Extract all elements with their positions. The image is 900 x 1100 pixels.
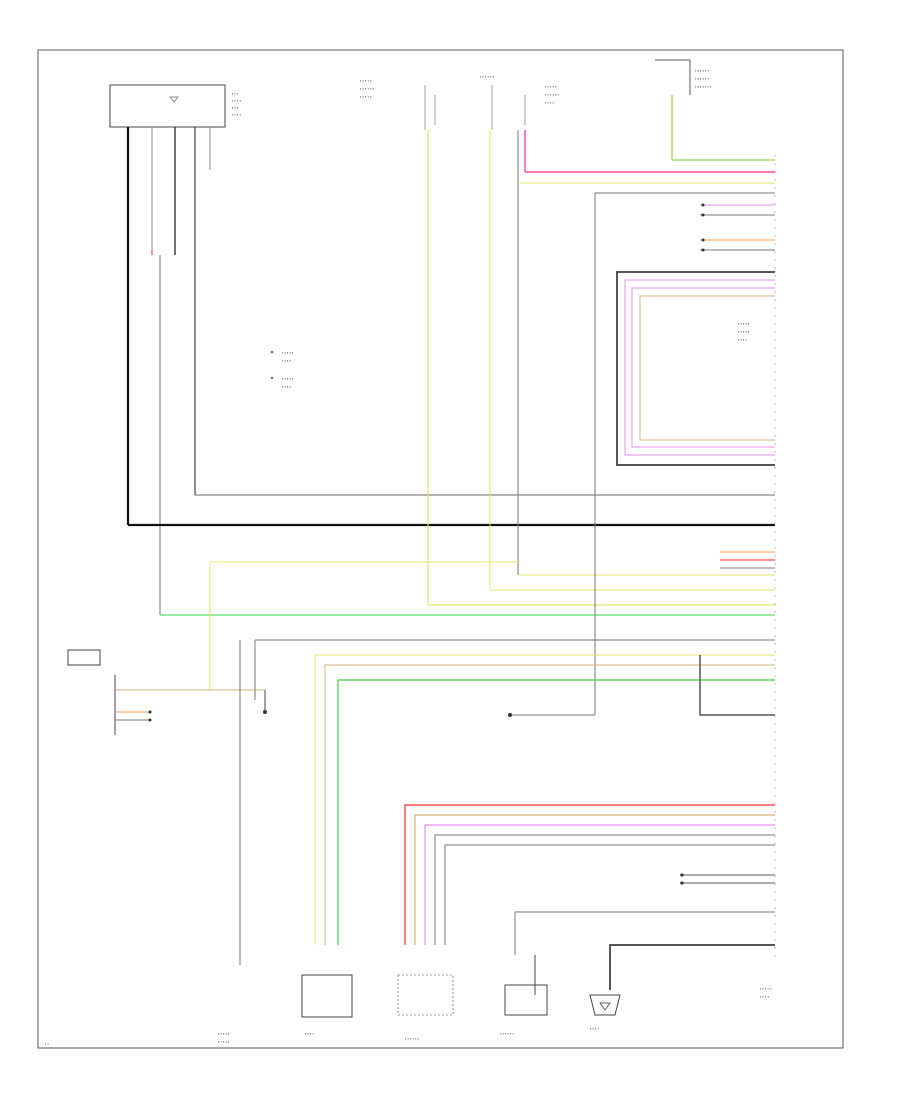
svg-text:▪ ▪ ▪ ▪: ▪ ▪ ▪ ▪ — [232, 112, 242, 117]
svg-text:▪ ▪ ▪ ▪ ▪: ▪ ▪ ▪ ▪ ▪ — [218, 1031, 230, 1036]
svg-text:▪ ▪ ▪ ▪ ▪ ▪ ▪: ▪ ▪ ▪ ▪ ▪ ▪ ▪ — [695, 84, 712, 89]
svg-text:▪ ▪ ▪: ▪ ▪ ▪ — [232, 105, 239, 110]
svg-text:▪ ▪ ▪ ▪: ▪ ▪ ▪ ▪ — [590, 1026, 600, 1031]
svg-text:▪ ▪ ▪ ▪ ▪: ▪ ▪ ▪ ▪ ▪ — [282, 376, 294, 381]
svg-text:▪ ▪ ▪ ▪ ▪ ▪: ▪ ▪ ▪ ▪ ▪ ▪ — [695, 76, 710, 81]
svg-text:▪ ▪ ▪ ▪: ▪ ▪ ▪ ▪ — [738, 337, 748, 342]
bottom-labels: ▪ ▪ ▪ ▪ ▪ ▪ ▪ ▪ ▪ ▪ ▪ ▪ ▪ ▪ ▪ ▪ ▪ ▪ ▪ ▪ … — [218, 986, 772, 1044]
wire-group-bottom-right — [514, 911, 775, 995]
svg-text:▪ ▪ ▪ ▪ ▪: ▪ ▪ ▪ ▪ ▪ — [738, 329, 750, 334]
diagram-frame — [37, 49, 844, 1049]
svg-text:▪ ▪ ▪ ▪ ▪ ▪: ▪ ▪ ▪ ▪ ▪ ▪ — [500, 1031, 515, 1036]
wire-group-right-top — [520, 182, 775, 715]
svg-text:▪ ▪ ▪ ▪ ▪ ▪: ▪ ▪ ▪ ▪ ▪ ▪ — [360, 86, 375, 91]
svg-text:▪ ▪ ▪ ▪ ▪: ▪ ▪ ▪ ▪ ▪ — [218, 1039, 230, 1044]
svg-text:▪ ▪ ▪ ▪ ▪: ▪ ▪ ▪ ▪ ▪ — [282, 350, 294, 355]
svg-text:▪ ▪ ▪ ▪: ▪ ▪ ▪ ▪ — [282, 358, 292, 363]
svg-text:▪ ▪ ▪ ▪ ▪: ▪ ▪ ▪ ▪ ▪ — [760, 986, 772, 991]
svg-text:▪ ▪ ▪ ▪: ▪ ▪ ▪ ▪ — [305, 1031, 315, 1036]
svg-text:▪ ▪ ▪ ▪ ▪ ▪: ▪ ▪ ▪ ▪ ▪ ▪ — [480, 74, 495, 79]
svg-text:▪ ▪ ▪ ▪ ▪ ▪: ▪ ▪ ▪ ▪ ▪ ▪ — [545, 92, 560, 97]
wire-group-mid-horizontal — [314, 654, 775, 945]
wire-group-left-vertical — [126, 127, 775, 616]
fuse-group-top-center: ▪ ▪ ▪ ▪ ▪ ▪ ▪ ▪ ▪ ▪ ▪ ▪ ▪ ▪ ▪ ▪ ▪ ▪ ▪ ▪ … — [360, 74, 560, 130]
wire-group-right-loop: ▪ ▪ ▪ ▪ ▪ ▪ ▪ ▪ ▪ ▪ ▪ ▪ ▪ ▪ — [616, 271, 775, 466]
svg-text:▪ ▪ ▪ ▪ ▪ ▪: ▪ ▪ ▪ ▪ ▪ ▪ — [405, 1036, 420, 1041]
bottom-modules — [301, 974, 621, 1018]
wire-group-lower-left — [239, 639, 775, 965]
svg-text:▪ ▪ ▪ ▪: ▪ ▪ ▪ ▪ — [545, 100, 555, 105]
svg-text:▪ ▪ ▪ ▪: ▪ ▪ ▪ ▪ — [760, 994, 770, 999]
svg-text:▪ ▪ ▪: ▪ ▪ ▪ — [232, 91, 239, 96]
footer-mark: ▪ ▪ — [45, 1041, 50, 1046]
svg-text:▪ ▪ ▪ ▪ ▪: ▪ ▪ ▪ ▪ ▪ — [360, 78, 372, 83]
svg-text:▪ ▪ ▪ ▪ ▪ ▪: ▪ ▪ ▪ ▪ ▪ ▪ — [695, 68, 710, 73]
module-top-left: ▪ ▪ ▪ ▪ ▪ ▪ ▪ ▪ ▪ ▪ ▪ ▪ ▪ ▪ — [109, 84, 242, 128]
svg-text:▪ ▪ ▪ ▪: ▪ ▪ ▪ ▪ — [282, 384, 292, 389]
svg-text:▪ ▪ ▪ ▪ ▪: ▪ ▪ ▪ ▪ ▪ — [738, 321, 750, 326]
wire-group-lower-colored — [404, 804, 775, 945]
wire-group-right-mid — [209, 551, 775, 690]
svg-text:▪ ▪ ▪ ▪ ▪: ▪ ▪ ▪ ▪ ▪ — [360, 94, 372, 99]
legend-notes: ▪ ▪ ▪ ▪ ▪ ▪ ▪ ▪ ▪ ▪ ▪ ▪ ▪ ▪ ▪ ▪ ▪ ▪ — [270, 350, 294, 389]
svg-text:▪ ▪ ▪ ▪: ▪ ▪ ▪ ▪ — [232, 98, 242, 103]
module-top-right: ▪ ▪ ▪ ▪ ▪ ▪ ▪ ▪ ▪ ▪ ▪ ▪ ▪ ▪ ▪ ▪ ▪ ▪ ▪ — [655, 59, 775, 161]
svg-text:▪ ▪ ▪ ▪ ▪: ▪ ▪ ▪ ▪ ▪ — [545, 84, 557, 89]
accessory-module-left — [67, 649, 267, 735]
